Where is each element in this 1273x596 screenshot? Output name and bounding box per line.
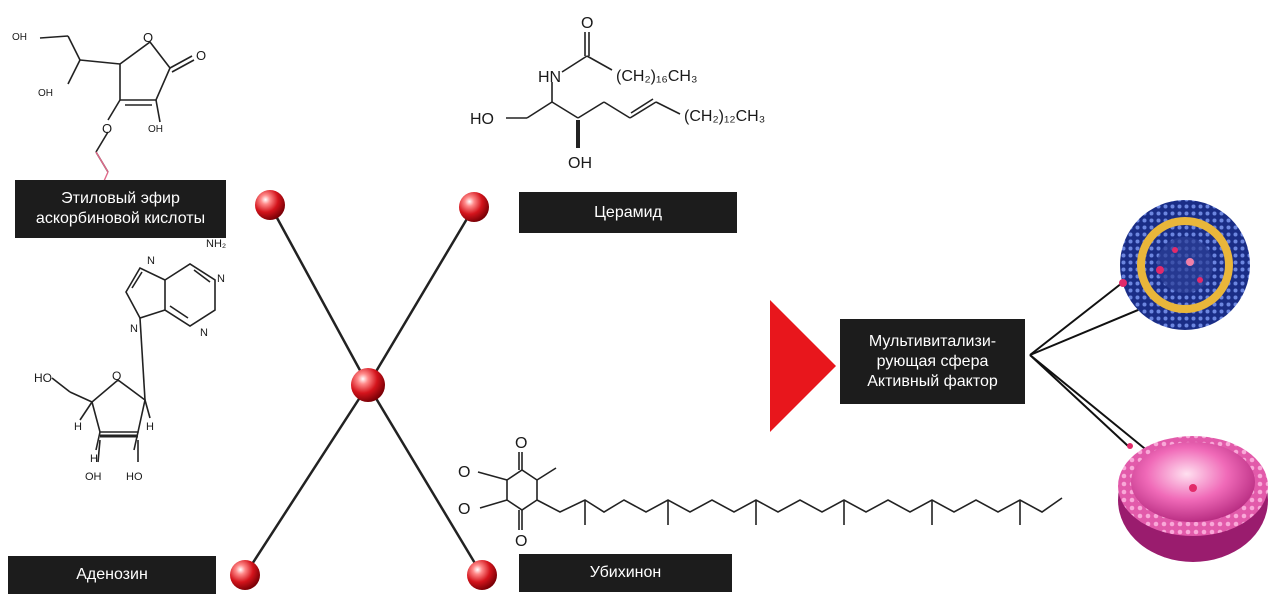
ubiquinone-label: Убихинон <box>519 554 732 592</box>
ubiquinone-chain <box>536 497 1063 513</box>
node-center <box>351 368 385 402</box>
ascorbic-label: Этиловый эфир аскорбиновой кислоты <box>15 180 226 238</box>
adenosine-oh: OH <box>85 471 102 483</box>
ceramide-ho: HO <box>470 111 494 128</box>
ceramide-hn: HN <box>538 69 561 86</box>
adenosine-h3: H <box>146 421 154 433</box>
ubiquinone-o-top: O <box>515 435 527 452</box>
adenosine-n1: N <box>147 255 155 267</box>
ascorbic-oh-top: OH <box>12 32 27 43</box>
ceramide-wedge <box>576 120 580 148</box>
adenosine-label: Аденозин <box>8 556 216 594</box>
ascorbic-label-line2: аскорбиновой кислоты <box>35 210 206 227</box>
x-connector <box>243 204 484 576</box>
adenosine-ho-bottom: HO <box>126 471 143 483</box>
adenosine-n2: N <box>217 273 225 285</box>
adenosine-h1: H <box>74 421 82 433</box>
adenosine-ho-top: HO <box>34 371 52 385</box>
ascorbic-oh-mid: OH <box>38 88 53 99</box>
ascorbic-structure <box>39 35 195 173</box>
ascorbic-o-keto: O <box>196 48 206 63</box>
ubiquinone-o-left2: O <box>458 501 470 518</box>
multilayer-sphere-icon <box>1119 200 1250 330</box>
ubiquinone-o-bottom: O <box>515 533 527 550</box>
ceramide-oh: OH <box>568 155 592 172</box>
ascorbic-o-ether: O <box>102 121 112 136</box>
node-bottom-left <box>230 560 260 590</box>
sphere-label: Мультивитализи- рующая сфера Активный фа… <box>840 319 1025 404</box>
connector-line-bottom-right <box>366 384 484 576</box>
red-arrow-icon <box>770 300 836 432</box>
adenosine-o-ring: O <box>112 369 121 383</box>
connector-line-bottom-left <box>243 384 370 576</box>
pink-sphere-icon <box>1118 436 1268 562</box>
adenosine-n3: N <box>200 327 208 339</box>
adenosine-structure <box>51 263 216 463</box>
connector-line-top-left <box>268 204 370 386</box>
ceramide-chain1: (CH₂)₁₆CH₃ <box>616 68 697 85</box>
ubiquinone-o-left1: O <box>458 464 470 481</box>
sphere-label-line3: Активный фактор <box>867 372 998 390</box>
adenosine-h2: H <box>90 453 98 465</box>
sphere-label-line1: Мультивитализи- <box>868 332 997 350</box>
node-bottom-right <box>467 560 497 590</box>
node-top-right <box>459 192 489 222</box>
ascorbic-o-ring: O <box>143 30 153 45</box>
adenosine-n4: N <box>130 323 138 335</box>
node-top-left <box>255 190 285 220</box>
ceramide-structure <box>506 32 681 119</box>
ubiquinone-structure <box>477 452 1063 530</box>
ascorbic-label-line1: Этиловый эфир <box>61 190 180 207</box>
adenosine-nh2: NH₂ <box>206 238 226 250</box>
ceramide-o: O <box>581 15 593 32</box>
connector-nodes <box>230 190 497 590</box>
connector-line-top-right <box>366 206 476 386</box>
ceramide-chain2: (CH₂)₁₂CH₃ <box>684 108 765 125</box>
ceramide-label: Церамид <box>519 192 737 233</box>
sphere-label-line2: рующая сфера <box>876 352 989 370</box>
ascorbic-oh-right: OH <box>148 124 163 135</box>
